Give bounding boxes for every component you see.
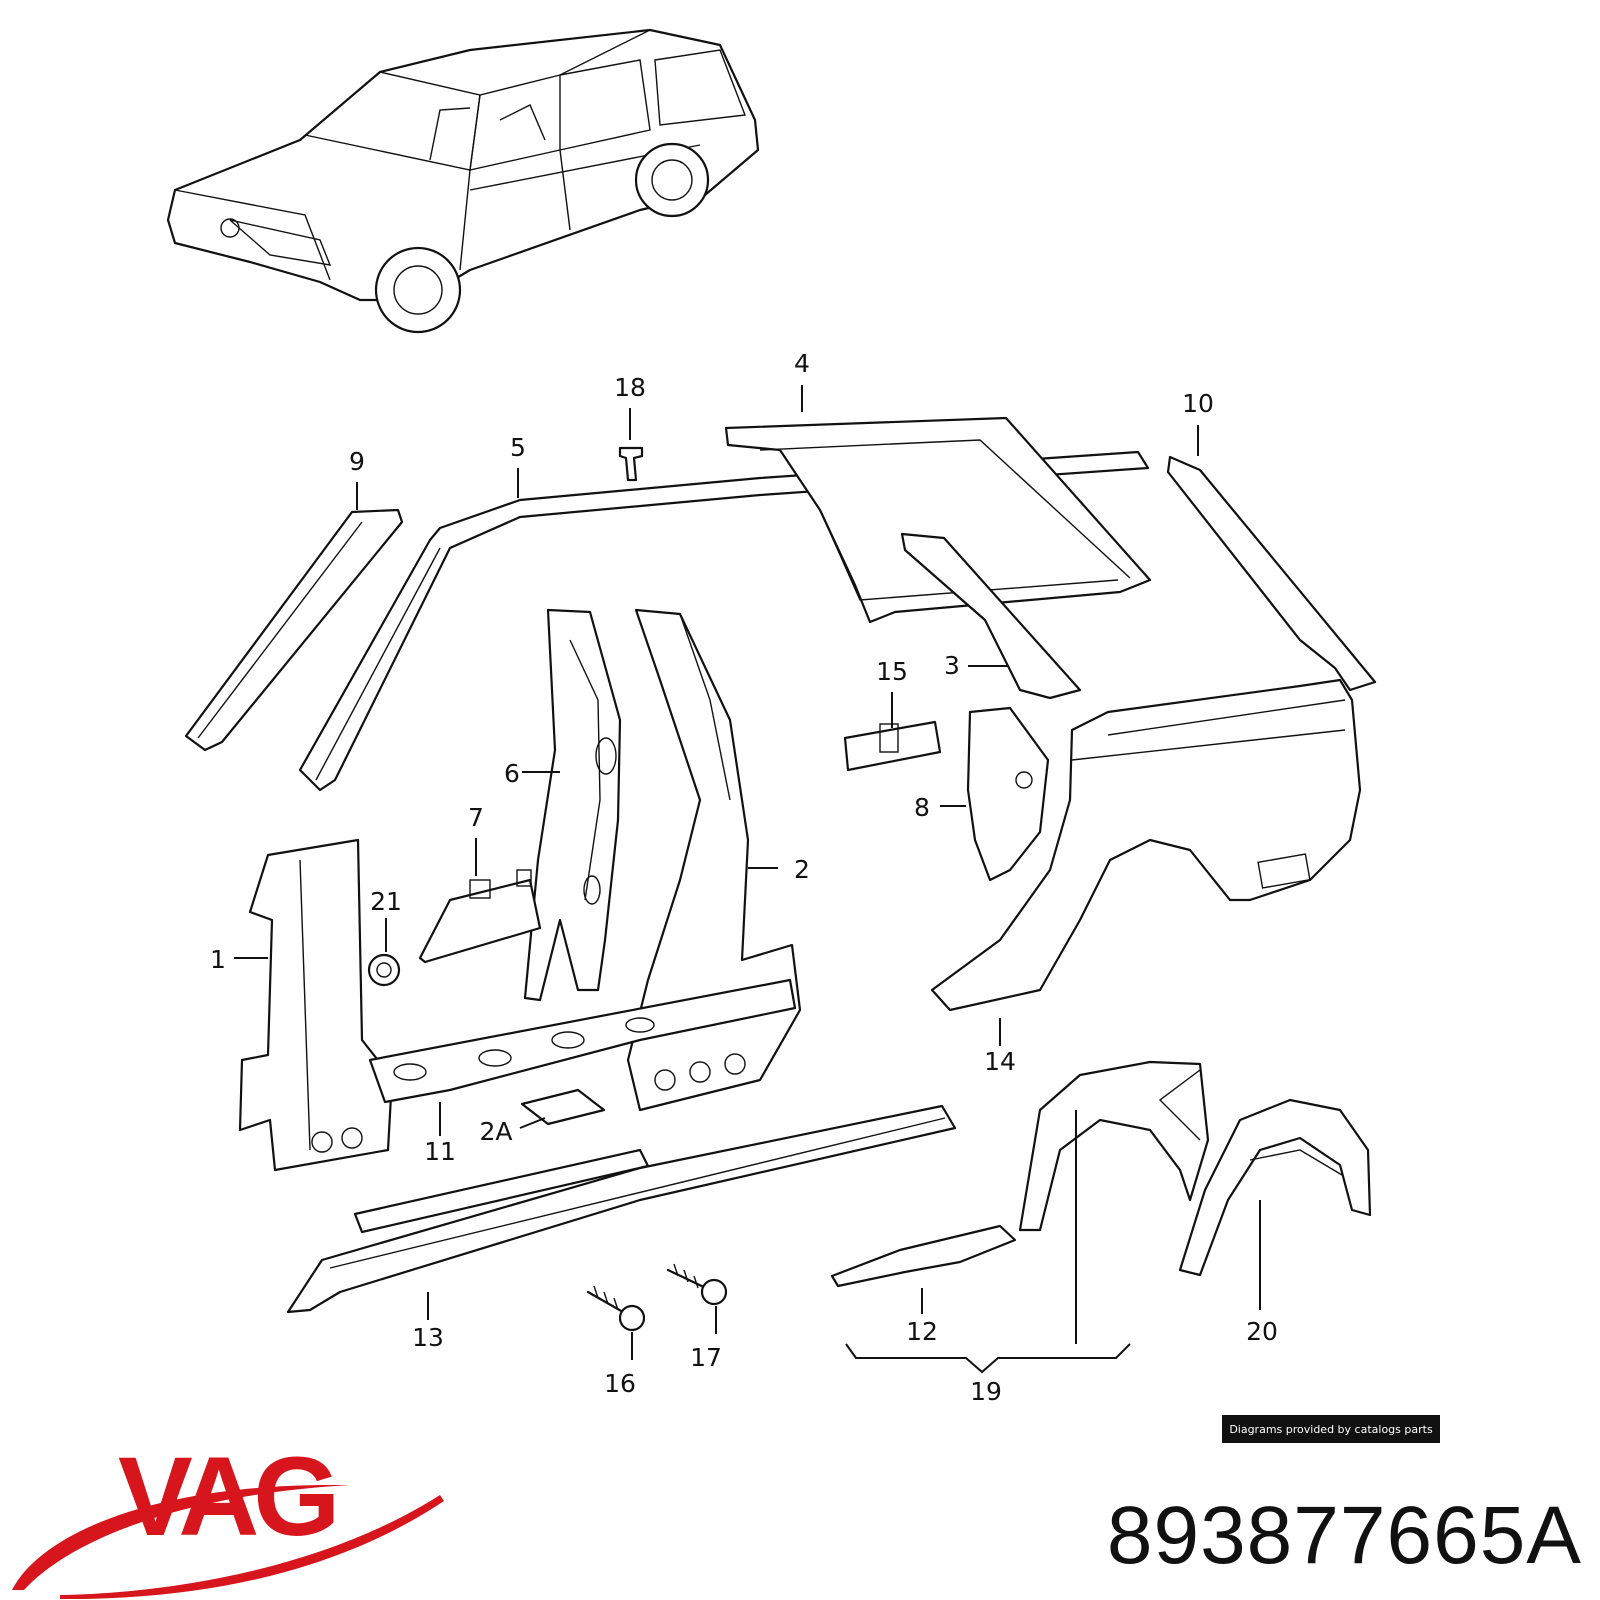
part-quarter-panel: [930, 678, 1362, 1012]
callout-11: 5: [510, 433, 526, 462]
part-pad: [520, 1088, 606, 1126]
part-extension: [830, 1224, 1017, 1288]
callout-4: 4: [794, 349, 810, 378]
part-inner-wheelhouse: [966, 706, 1050, 882]
callout-19: 17: [690, 1343, 722, 1372]
callout-17: 15: [876, 657, 908, 686]
callout-14: 19: [970, 1377, 1002, 1406]
leader-lines: [234, 385, 1261, 1374]
callout-16: 12: [906, 1317, 938, 1346]
part-d-pillar-strip: [1166, 455, 1377, 692]
part-wheel-arch: [1178, 1098, 1372, 1277]
callout-8: 14: [984, 1047, 1016, 1076]
callout-20: 18: [614, 373, 646, 402]
vag-logo: VAG: [12, 1445, 444, 1600]
part-bolt-19: [666, 1263, 728, 1306]
callout-21: 21: [370, 887, 402, 916]
callout-2: 2: [794, 855, 810, 884]
callout-3: 3: [944, 651, 960, 680]
part-a-pillar-strip: [184, 508, 404, 752]
part-bolt-18: [586, 1285, 646, 1332]
part-door-bracket: [418, 878, 542, 964]
callout-13: 11: [424, 1137, 456, 1166]
part-clip: [618, 446, 644, 482]
car-illustration: [166, 28, 760, 334]
callout-12: 13: [412, 1323, 444, 1352]
part-hinge-bracket: [843, 720, 942, 772]
callout-15: 20: [1246, 1317, 1278, 1346]
callout-labels: 9 5 18 4 10 3 6 7 2 15 8 21 1 14 11 2A 1…: [210, 349, 1278, 1406]
part-rear-wheelhouse: [1018, 1060, 1210, 1232]
callout-18: 16: [604, 1369, 636, 1398]
credit-badge: Diagrams provided by catalogs parts: [1222, 1415, 1440, 1443]
callout-2a: 2A: [479, 1117, 512, 1146]
part-roof-panel: [724, 416, 1152, 624]
callout-5: 9: [349, 447, 365, 476]
part-b-pillar-outer: [626, 608, 802, 1112]
callout-10: 10: [1182, 389, 1214, 418]
logo-swoosh-lower: [60, 1495, 444, 1600]
callout-6: 6: [504, 759, 520, 788]
callout-1: 1: [210, 945, 226, 974]
logo-text: VAG: [118, 1445, 334, 1559]
part-b-pillar-inner: [523, 608, 622, 1002]
callout-7: 7: [468, 803, 484, 832]
part-roof-frame: [298, 450, 1150, 792]
callout-9: 8: [914, 793, 930, 822]
logo-swoosh: [12, 1485, 350, 1590]
part-a-pillar-lower: [238, 838, 394, 1172]
part-grommet: [367, 953, 401, 987]
part-c-pillar: [900, 532, 1082, 700]
part-rocker-panel: [286, 1104, 957, 1314]
part-number: 893877665A: [1106, 1490, 1582, 1581]
part-sill-inner: [368, 978, 797, 1104]
